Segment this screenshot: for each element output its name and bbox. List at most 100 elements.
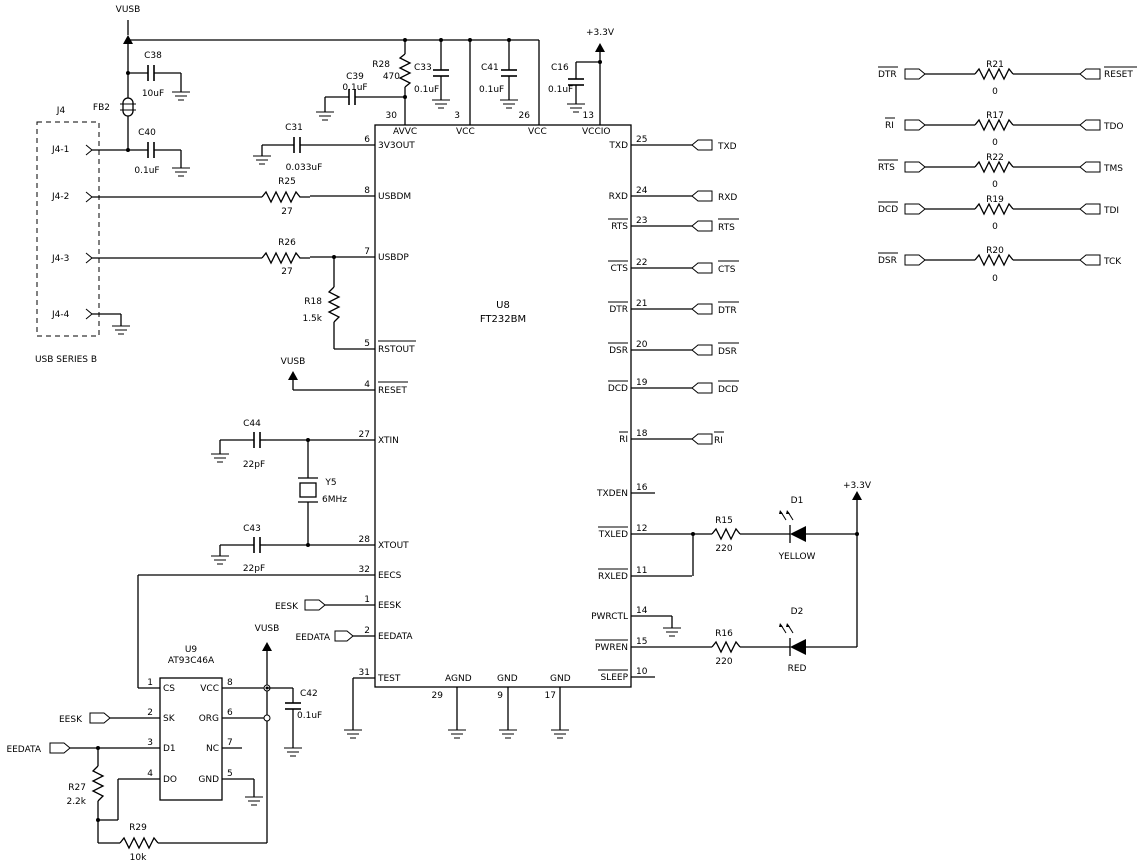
j4-outline [36, 121, 100, 337]
jtag-jumpers: DTR RESET R21 0 RI TDO R17 0 RT [878, 60, 1137, 284]
c33-ref: C33 [414, 63, 432, 73]
u8-pin5-name: RSTOUT [378, 345, 415, 355]
net-port-rts[interactable]: RTS [691, 218, 739, 233]
svg-text:0: 0 [992, 222, 998, 232]
c16-value: 0.1uF [548, 85, 573, 95]
r18-resistor [327, 286, 341, 323]
u8-ft232bm: U8 FT232BM 6 3V3OUT 8 USBDM 7 USBDP 5 RS… [138, 40, 712, 739]
svg-text:DCD: DCD [718, 385, 738, 395]
u8-pin6-num: 6 [364, 135, 370, 145]
jumper-r17: RI TDO R17 0 [885, 111, 1124, 148]
svg-text:DTR: DTR [718, 306, 737, 316]
net-port-eedata-u8[interactable]: EEDATA [295, 630, 354, 643]
u8-pin4-name: RESET [378, 386, 407, 396]
net-port-eesk-u8[interactable]: EESK [275, 599, 326, 612]
crystal-circuit: C44 22pF Y5 6MHz C43 22pF [210, 419, 347, 574]
u8-pin26-num: 26 [519, 111, 531, 121]
svg-text:4: 4 [147, 769, 153, 779]
r28-resistor [398, 53, 412, 88]
svg-text:RI: RI [714, 436, 723, 446]
u8-pin19-num: 19 [636, 378, 648, 388]
led-circuit: R15 220 D1 YELLOW R16 220 D2 RED +3.3V [691, 481, 872, 674]
svg-text:2: 2 [147, 708, 153, 718]
svg-text:6: 6 [227, 708, 233, 718]
u8-bottom-pins: AGND 29 GND 9 GND 17 [432, 674, 571, 739]
u8-pin32-name: EECS [378, 571, 402, 581]
net-port-rxd[interactable]: RXD [691, 190, 737, 203]
r18-ref: R18 [304, 297, 322, 307]
svg-text:R20: R20 [986, 246, 1004, 256]
u9-body [159, 677, 223, 801]
r25-value: 27 [281, 207, 292, 217]
c41-value: 0.1uF [479, 85, 504, 95]
usb-connector-j4: J4 USB SERIES B J4-1 J4-2 J4-3 J4-4 [35, 106, 262, 365]
svg-text:DO: DO [163, 775, 177, 785]
u8-left-pins: 6 3V3OUT 8 USBDM 7 USBDP 5 RSTOUT 4 RESE… [138, 135, 416, 684]
jumper-r22: RTS TMS R22 0 [878, 153, 1123, 190]
r27-resistor [91, 765, 105, 802]
net-port-dtr[interactable]: DTR [691, 301, 739, 316]
svg-text:ORG: ORG [199, 714, 219, 724]
net-port-dsr[interactable]: DSR [691, 342, 739, 357]
u8-pin8-num: 8 [364, 186, 370, 196]
r25-ref: R25 [278, 177, 296, 187]
r29-ref: R29 [129, 823, 147, 833]
d2-led [790, 639, 806, 655]
u8-pin9-name: GND [497, 674, 518, 684]
d2-value: RED [788, 664, 807, 674]
r29-value: 10k [130, 853, 147, 863]
r26-ref: R26 [278, 238, 296, 248]
j4-type: USB SERIES B [35, 355, 97, 365]
r26-resistor [261, 251, 310, 265]
u8-pin7-name: USBDP [378, 253, 409, 263]
svg-text:RESET: RESET [1104, 70, 1133, 80]
svg-text:R22: R22 [986, 153, 1004, 163]
u8-pin12-name: TXLED [598, 530, 628, 540]
svg-text:DTR: DTR [878, 70, 897, 80]
svg-text:0: 0 [992, 180, 998, 190]
u8-pin3-num: 3 [454, 111, 460, 121]
c16-ref: C16 [551, 63, 569, 73]
u8-pin21-num: 21 [636, 299, 647, 309]
j4-ref: J4 [56, 106, 66, 116]
net-port-ri[interactable]: RI [691, 431, 724, 446]
svg-text:7: 7 [227, 738, 233, 748]
svg-text:EESK: EESK [59, 715, 83, 725]
c38-value: 10uF [142, 89, 164, 99]
svg-text:SK: SK [163, 714, 176, 724]
svg-text:EEDATA: EEDATA [6, 745, 41, 755]
net-port-dcd[interactable]: DCD [691, 380, 739, 395]
net-port-eedata-u9[interactable]: EEDATA [6, 742, 71, 755]
u8-part: FT232BM [480, 314, 526, 325]
u8-pin22-name: CTS [611, 264, 629, 274]
svg-text:RXD: RXD [718, 193, 737, 203]
svg-text:0: 0 [992, 87, 998, 97]
u8-ref: U8 [496, 300, 510, 311]
r15-resistor [711, 527, 741, 541]
u8-pin25-num: 25 [636, 135, 647, 145]
r27-ref: R27 [68, 783, 86, 793]
c43-value: 22pF [243, 564, 265, 574]
svg-text:GND: GND [198, 775, 219, 785]
fb2-ref: FB2 [93, 103, 110, 113]
u8-pin13-num: 13 [583, 111, 594, 121]
svg-text:5: 5 [227, 769, 233, 779]
u8-pin31-num: 31 [359, 668, 370, 678]
u9-at93c46a: U9 AT93C46A 1 CS 2 SK 3 D1 4 DO 8 VCC 6 … [6, 575, 322, 863]
j4-pin3: J4-3 [51, 254, 69, 264]
u8-pin5-num: 5 [364, 339, 370, 349]
u8-pin27-num: 27 [359, 430, 370, 440]
svg-text:DSR: DSR [878, 256, 897, 266]
svg-text:1: 1 [147, 678, 153, 688]
vusb-label-u9: VUSB [255, 624, 280, 634]
net-port-eesk-u9[interactable]: EESK [59, 712, 111, 725]
r28-value: 470 [383, 72, 400, 82]
u8-pin26-name: VCC [528, 127, 547, 137]
svg-text:TDI: TDI [1103, 206, 1119, 216]
net-port-txd[interactable]: TXD [691, 139, 737, 152]
net-port-cts[interactable]: CTS [691, 260, 739, 275]
u8-pin19-name: DCD [608, 384, 628, 394]
c31-group: C31 0.033uF [252, 123, 340, 173]
u8-pin2-name: EEDATA [378, 632, 413, 642]
